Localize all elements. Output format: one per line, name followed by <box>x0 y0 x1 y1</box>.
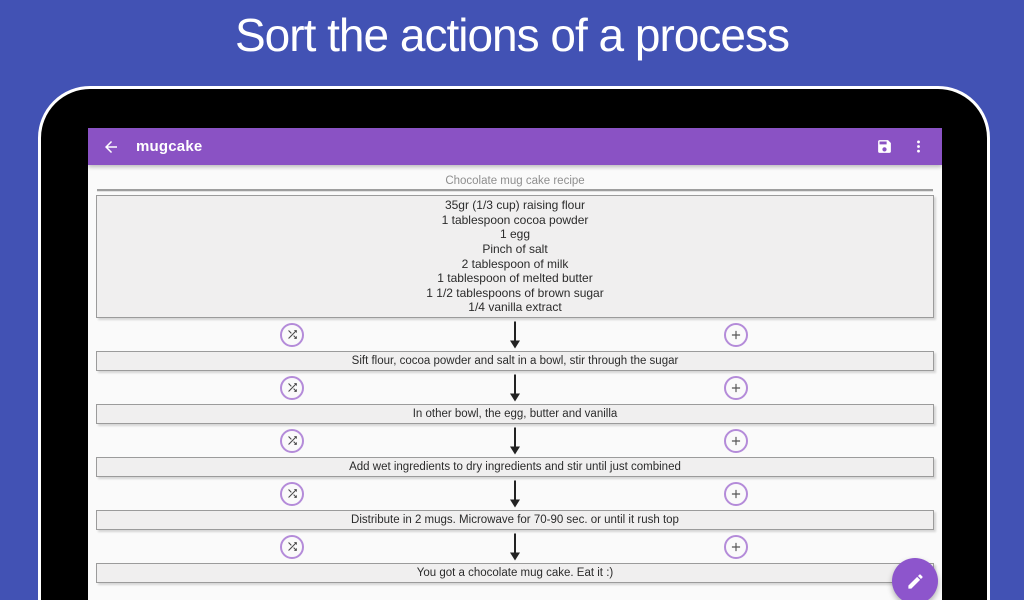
title-divider <box>97 189 933 192</box>
down-arrow <box>510 374 520 401</box>
shuffle-icon <box>286 487 299 500</box>
save-icon[interactable] <box>874 137 894 157</box>
down-arrow <box>510 427 520 454</box>
ingredient-line: 1 1/2 tablespoons of brown sugar <box>426 285 604 300</box>
add-step-button[interactable] <box>724 428 748 453</box>
ingredient-line: 2 tablespoon of milk <box>461 256 569 271</box>
shuffle-button[interactable] <box>280 375 304 400</box>
shuffle-button[interactable] <box>280 534 304 559</box>
ingredient-line: 1 tablespoon cocoa powder <box>441 212 589 227</box>
app-bar: mugcake <box>88 128 942 165</box>
app-screen: mugcake Chocolate mug cake recipe 35gr (… <box>88 128 942 600</box>
add-icon <box>729 328 743 342</box>
overflow-menu-icon[interactable] <box>908 137 928 157</box>
add-step-button[interactable] <box>724 322 748 347</box>
down-arrow <box>510 480 520 507</box>
connector-row <box>96 318 934 351</box>
connector-row <box>96 477 934 510</box>
shuffle-button[interactable] <box>280 322 304 347</box>
ingredient-line: 1 tablespoon of melted butter <box>437 271 593 286</box>
edit-fab-button[interactable] <box>892 558 938 600</box>
banner-title: Sort the actions of a process <box>235 9 790 61</box>
process-editor: Chocolate mug cake recipe 35gr (1/3 cup)… <box>88 175 942 583</box>
add-icon <box>729 381 743 395</box>
add-icon <box>729 540 743 554</box>
shuffle-icon <box>286 540 299 553</box>
add-icon <box>729 434 743 448</box>
add-step-button[interactable] <box>724 534 748 559</box>
shuffle-button[interactable] <box>280 428 304 453</box>
shuffle-icon <box>286 381 299 394</box>
ingredient-line: 1/4 vanilla extract <box>468 300 562 315</box>
process-title[interactable]: Chocolate mug cake recipe <box>445 175 585 187</box>
ingredient-line: 1 egg <box>499 227 531 242</box>
edit-pencil-icon <box>906 572 925 591</box>
connector-row <box>96 530 934 563</box>
back-arrow-icon[interactable] <box>102 138 120 156</box>
ingredient-line: Pinch of salt <box>482 241 548 256</box>
shuffle-button[interactable] <box>280 481 304 506</box>
connector-row <box>96 424 934 457</box>
shuffle-icon <box>286 328 299 341</box>
page-title: mugcake <box>136 138 203 155</box>
down-arrow <box>510 533 520 560</box>
add-step-button[interactable] <box>724 481 748 506</box>
add-step-button[interactable] <box>724 375 748 400</box>
ingredient-line: 35gr (1/3 cup) raising flour <box>444 198 586 213</box>
step-node[interactable]: In other bowl, the egg, butter and vanil… <box>96 404 934 424</box>
add-icon <box>729 487 743 501</box>
shuffle-icon <box>286 434 299 447</box>
step-node[interactable]: Add wet ingredients to dry ingredients a… <box>96 457 934 477</box>
down-arrow <box>510 321 520 348</box>
connector-row <box>96 371 934 404</box>
step-node[interactable]: Sift flour, cocoa powder and salt in a b… <box>96 351 934 371</box>
step-node[interactable]: Distribute in 2 mugs. Microwave for 70-9… <box>96 510 934 530</box>
step-node[interactable]: You got a chocolate mug cake. Eat it :) <box>96 563 934 583</box>
